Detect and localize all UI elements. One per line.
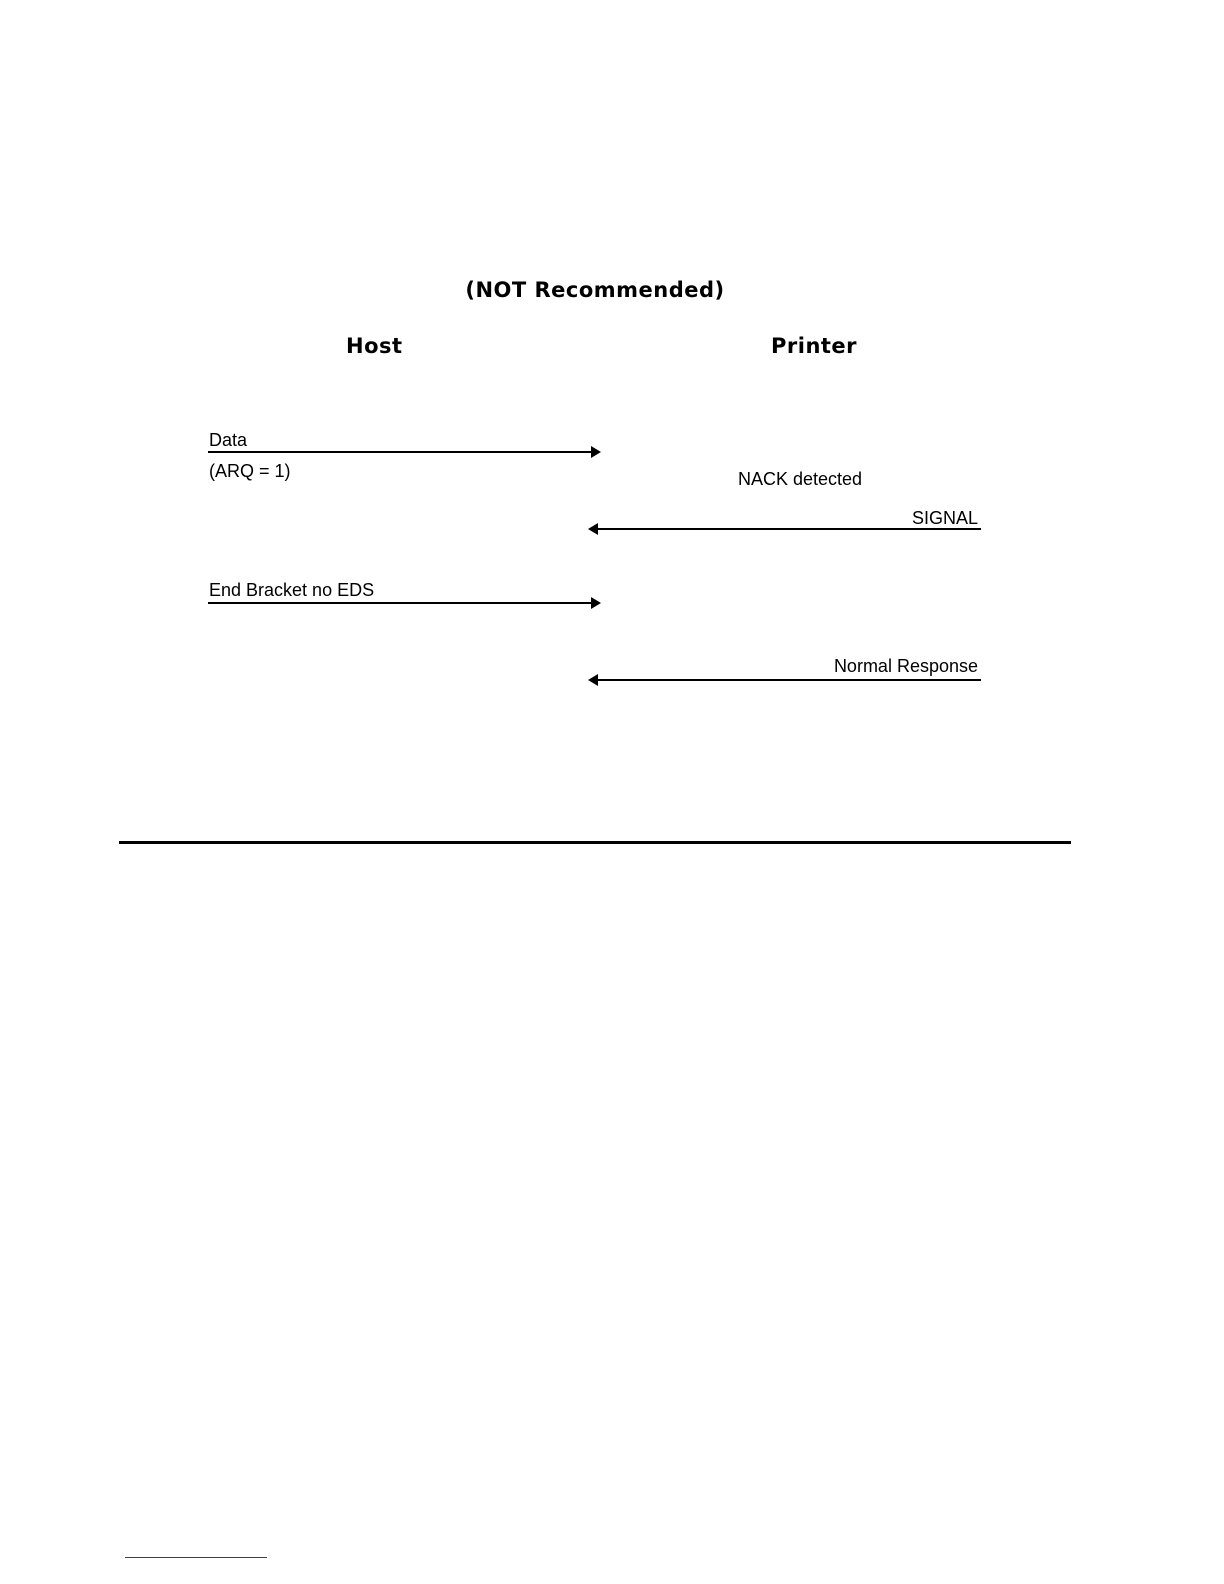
data-arrow — [208, 451, 599, 453]
end-bracket-message-label: End Bracket no EDS — [209, 581, 374, 599]
diagram-title: (NOT Recommended) — [0, 278, 1190, 302]
data-message-label: Data — [209, 431, 247, 449]
printer-column-heading: Printer — [771, 334, 857, 358]
section-divider — [119, 841, 1071, 844]
normal-response-message-label: Normal Response — [760, 657, 978, 675]
arq-sublabel: (ARQ = 1) — [209, 462, 291, 480]
nack-detected-note: NACK detected — [738, 470, 862, 488]
host-column-heading: Host — [346, 334, 403, 358]
signal-arrow — [590, 528, 981, 530]
normal-response-arrow — [590, 679, 981, 681]
signal-message-label: SIGNAL — [800, 509, 978, 527]
end-bracket-arrow — [208, 602, 599, 604]
footnote-separator — [125, 1557, 267, 1558]
